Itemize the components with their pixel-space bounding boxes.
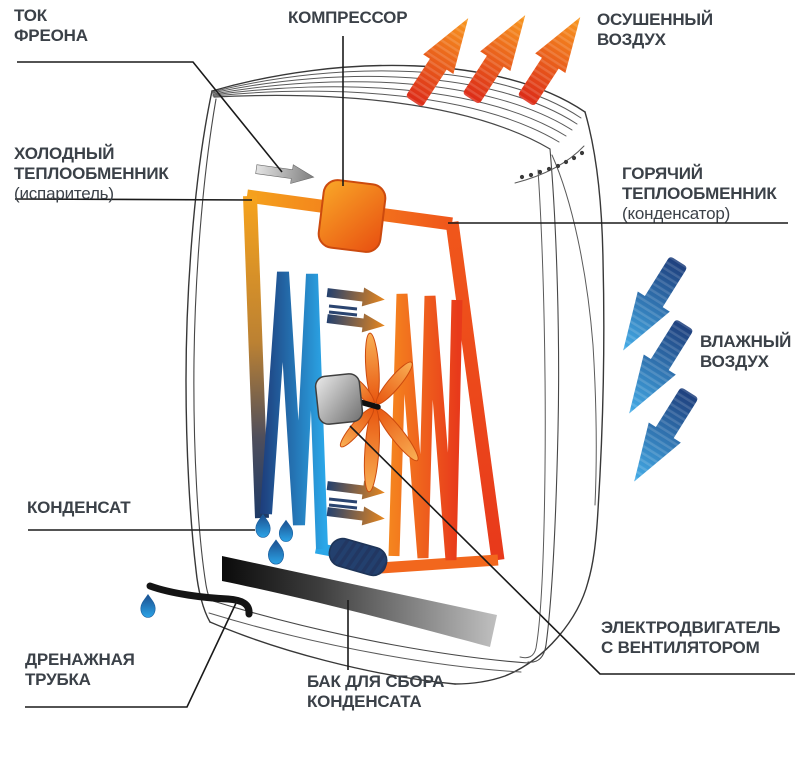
dried-air-arrow-icon [406, 18, 469, 107]
humid-air-arrows [623, 257, 698, 482]
label-hot-exchanger: ГОРЯЧИЙ ТЕПЛООБМЕННИК (конденсатор) [622, 144, 777, 244]
label-freon-flow: ТОК ФРЕОНА [14, 6, 88, 46]
water-drop-icon [278, 519, 294, 542]
leader-drain-tube [25, 600, 238, 708]
freon-flow-arrow-icon [255, 164, 315, 184]
condensate-tank-shape [222, 556, 497, 647]
humid-air-arrow-icon [634, 388, 698, 482]
leader-freon-flow [17, 61, 283, 173]
label-cold-exchanger: ХОЛОДНЫЙ ТЕПЛООБМЕННИК (испаритель) [14, 124, 169, 224]
top-vent-louvers [211, 70, 582, 143]
drain-tube-shape [146, 582, 253, 618]
dried-air-arrows [406, 15, 581, 107]
label-cold-exchanger-subtitle: (испаритель) [14, 184, 114, 204]
label-compressor: КОМПРЕССОР [288, 8, 408, 27]
humid-air-arrow-icon [629, 320, 693, 414]
label-condensate: КОНДЕНСАТ [27, 498, 131, 517]
unit-body-outline [185, 64, 605, 685]
side-vent-dots [519, 150, 585, 180]
label-cold-exchanger-title: ХОЛОДНЫЙ ТЕПЛООБМЕННИК [14, 144, 169, 184]
label-hot-exchanger-title: ГОРЯЧИЙ ТЕПЛООБМЕННИК [622, 164, 777, 204]
loop-right [445, 221, 505, 561]
leader-cold-exchanger [14, 198, 253, 201]
label-fan-motor: ЭЛЕКТРОДВИГАТЕЛЬ С ВЕНТИЛЯТОРОМ [601, 618, 781, 658]
dried-air-arrow-icon [463, 15, 526, 104]
water-drop-icon [267, 539, 285, 565]
loop-left [243, 195, 269, 519]
loop-bottom-right [379, 554, 499, 574]
humid-air-arrow-icon [623, 257, 687, 351]
label-tank: БАК ДЛЯ СБОРА КОНДЕНСАТА [307, 672, 445, 712]
leader-lines [14, 36, 795, 708]
water-drop-icon [140, 594, 156, 618]
fan-motor-shape [314, 373, 364, 425]
label-dried-air: ОСУШЕННЫЙ ВОЗДУХ [597, 10, 713, 50]
evaporator-coil [260, 271, 328, 550]
label-drain-tube: ДРЕНАЖНАЯ ТРУБКА [25, 650, 135, 690]
label-hot-exchanger-subtitle: (конденсатор) [622, 204, 731, 224]
dried-air-arrow-icon [518, 17, 581, 106]
compressor-shape [317, 179, 387, 253]
expansion-capsule [328, 537, 390, 579]
leader-fan-motor [349, 425, 795, 675]
label-humid-air: ВЛАЖНЫЙ ВОЗДУХ [700, 332, 792, 372]
condenser-coil [388, 293, 463, 561]
